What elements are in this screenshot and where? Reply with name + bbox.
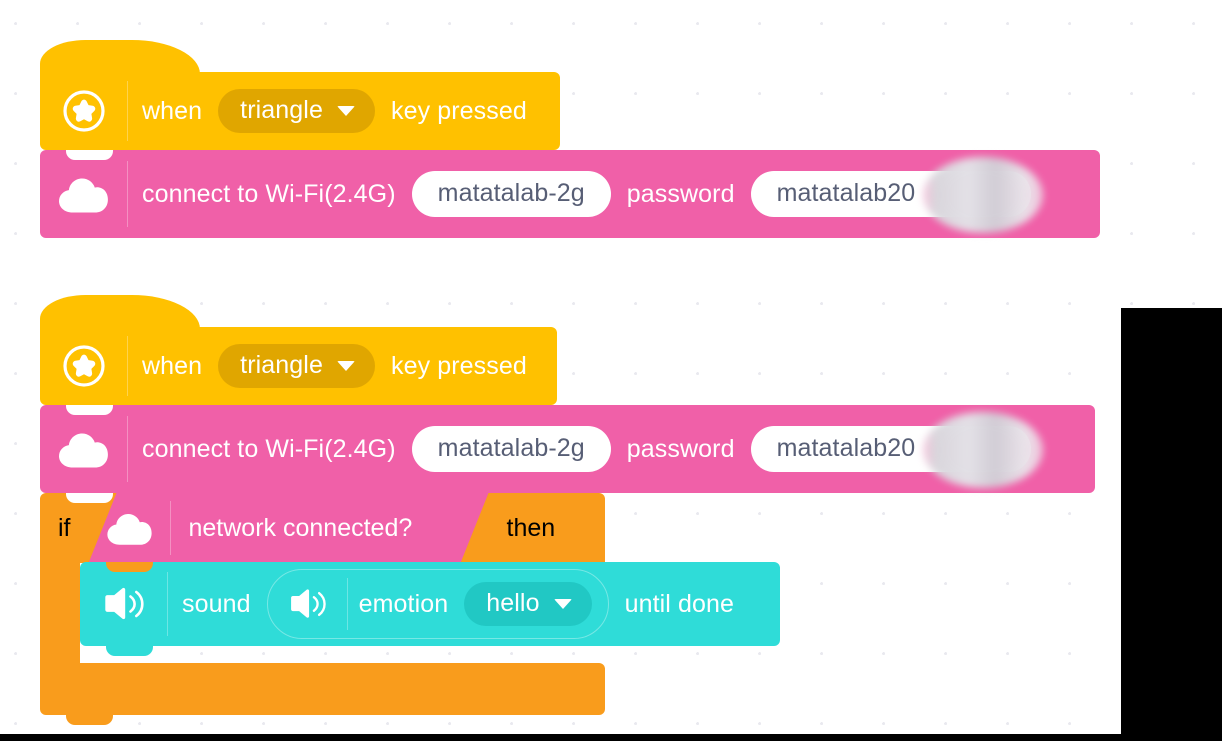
until-done-label: until done	[624, 589, 735, 618]
network-connected-label: network connected?	[188, 513, 413, 542]
key-dropdown[interactable]: triangle	[218, 89, 375, 133]
chevron-down-icon	[336, 360, 355, 371]
when-label: when	[142, 351, 203, 380]
wifi-password-input[interactable]: matatalab20	[750, 157, 1043, 233]
block-notch	[106, 562, 153, 572]
script-2[interactable]: when triangle key pressed connect to Wi-…	[40, 295, 1095, 725]
password-label: password	[626, 179, 735, 208]
wifi-password-input[interactable]: matatalab20	[750, 412, 1043, 488]
if-then-header[interactable]: if network connected? then	[40, 493, 605, 563]
if-then-footer	[40, 663, 605, 725]
script-1[interactable]: when triangle key pressed connect to Wi-…	[40, 40, 1100, 238]
connect-wifi-block[interactable]: connect to Wi-Fi(2.4G) matatalab-2g pass…	[40, 150, 1100, 238]
then-label: then	[506, 513, 556, 542]
wifi-password-value: matatalab20	[776, 179, 916, 207]
when-key-pressed-block[interactable]: when triangle key pressed	[40, 295, 557, 414]
password-label: password	[626, 434, 735, 463]
key-pressed-label: key pressed	[390, 96, 527, 125]
star-badge-icon	[40, 72, 128, 150]
cloud-icon	[89, 493, 171, 563]
hat-cap	[40, 295, 200, 329]
wifi-password-value: matatalab20	[776, 434, 916, 462]
wifi-ssid-value: matatalab-2g	[437, 179, 585, 207]
emotion-reporter[interactable]: emotion hello	[266, 569, 609, 639]
when-key-pressed-block[interactable]: when triangle key pressed	[40, 40, 560, 159]
key-dropdown-value: triangle	[240, 351, 323, 379]
emotion-dropdown-value: hello	[486, 589, 540, 617]
key-dropdown-value: triangle	[240, 96, 323, 124]
hat-cap	[40, 40, 200, 74]
c-block-arm	[40, 563, 80, 663]
wifi-ssid-value: matatalab-2g	[437, 434, 585, 462]
connect-wifi-label: connect to Wi-Fi(2.4G)	[142, 434, 396, 463]
password-redaction-overlay	[922, 412, 1043, 488]
bottom-occluder-bar	[0, 734, 1222, 741]
connect-wifi-block[interactable]: connect to Wi-Fi(2.4G) matatalab-2g pass…	[40, 405, 1095, 493]
network-connected-block[interactable]: network connected?	[89, 493, 489, 563]
password-redaction-overlay	[922, 157, 1043, 233]
cloud-icon	[40, 405, 128, 493]
wifi-ssid-input[interactable]: matatalab-2g	[411, 171, 611, 217]
if-label: if	[58, 513, 71, 542]
block-notch	[66, 405, 113, 415]
chevron-down-icon	[553, 598, 572, 609]
speaker-icon	[268, 570, 348, 638]
wifi-ssid-input[interactable]: matatalab-2g	[411, 426, 611, 472]
if-then-block[interactable]: if network connected? then	[40, 493, 1095, 725]
cloud-icon	[40, 150, 128, 238]
chevron-down-icon	[336, 105, 355, 116]
emotion-label: emotion	[358, 589, 449, 618]
right-occluder-panel	[1121, 308, 1222, 735]
sound-label: sound	[182, 589, 251, 618]
block-notch	[66, 150, 113, 160]
key-pressed-label: key pressed	[390, 351, 527, 380]
if-then-body[interactable]: sound emotion	[40, 562, 1095, 663]
connect-wifi-label: connect to Wi-Fi(2.4G)	[142, 179, 396, 208]
emotion-dropdown[interactable]: hello	[464, 582, 592, 626]
when-label: when	[142, 96, 203, 125]
play-sound-until-done-block[interactable]: sound emotion	[80, 562, 780, 656]
speaker-icon	[80, 562, 168, 646]
star-badge-icon	[40, 327, 128, 405]
block-notch	[66, 493, 113, 503]
key-dropdown[interactable]: triangle	[218, 344, 375, 388]
